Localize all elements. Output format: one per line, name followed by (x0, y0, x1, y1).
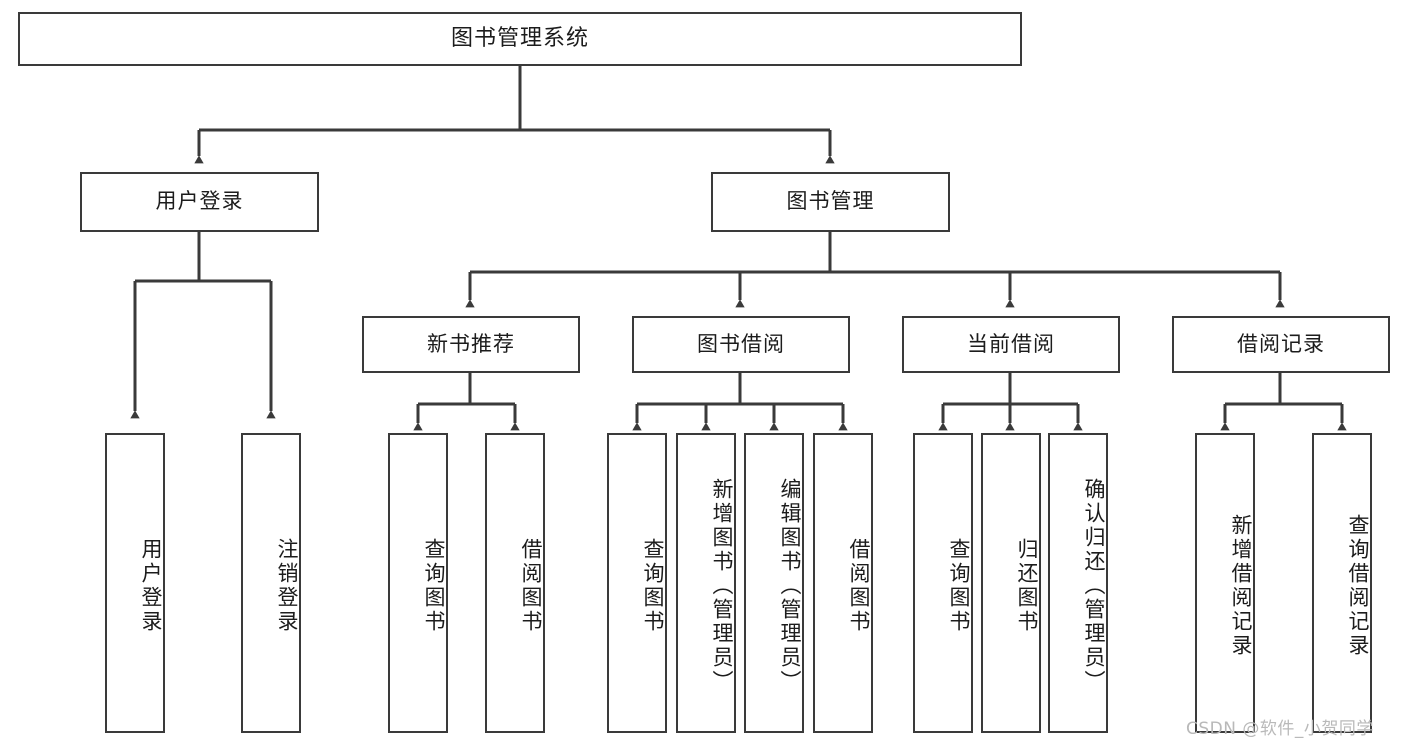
node-label: 新增借阅记录 (1229, 514, 1253, 658)
node-borrow-record[interactable]: 借阅记录 (1172, 316, 1390, 373)
leaf-confirm-return-admin[interactable]: 确认归还（管理员） (1048, 433, 1108, 733)
leaf-new-book-borrow[interactable]: 借阅图书 (485, 433, 545, 733)
leaf-add-borrow-record[interactable]: 新增借阅记录 (1195, 433, 1255, 733)
node-label: 借阅图书 (847, 538, 871, 634)
node-label: 新增图书（管理员） (710, 478, 734, 694)
node-root-system[interactable]: 图书管理系统 (18, 12, 1022, 66)
node-label: 当前借阅 (967, 331, 1055, 356)
node-label: 用户登录 (155, 189, 244, 214)
node-label: 编辑图书（管理员） (778, 478, 802, 694)
node-label: 图书管理 (786, 189, 875, 214)
leaf-logout[interactable]: 注销登录 (241, 433, 301, 733)
leaf-return-book[interactable]: 归还图书 (981, 433, 1041, 733)
leaf-edit-book-admin[interactable]: 编辑图书（管理员） (744, 433, 804, 733)
node-label: 注销登录 (275, 538, 299, 634)
leaf-user-login[interactable]: 用户登录 (105, 433, 165, 733)
node-user-login[interactable]: 用户登录 (80, 172, 319, 232)
node-book-management[interactable]: 图书管理 (711, 172, 950, 232)
node-label: 新书推荐 (427, 331, 515, 356)
node-label: 用户登录 (139, 538, 163, 634)
node-book-borrow[interactable]: 图书借阅 (632, 316, 850, 373)
leaf-new-book-query[interactable]: 查询图书 (388, 433, 448, 733)
node-label: 查询图书 (422, 538, 446, 634)
node-label: 归还图书 (1015, 538, 1039, 634)
node-new-book-recommend[interactable]: 新书推荐 (362, 316, 580, 373)
csdn-watermark: CSDN @软件_小贺同学 (1186, 719, 1374, 739)
node-label: 查询借阅记录 (1346, 514, 1370, 658)
leaf-query-borrow-record[interactable]: 查询借阅记录 (1312, 433, 1372, 733)
node-label: 图书借阅 (697, 331, 785, 356)
node-label: 借阅图书 (519, 538, 543, 634)
node-label: 图书管理系统 (450, 25, 589, 51)
node-label: 查询图书 (947, 538, 971, 634)
node-label: 借阅记录 (1237, 331, 1325, 356)
leaf-borrow-query-book[interactable]: 查询图书 (607, 433, 667, 733)
leaf-borrow-book[interactable]: 借阅图书 (813, 433, 873, 733)
node-label: 确认归还（管理员） (1082, 478, 1106, 694)
node-current-borrow[interactable]: 当前借阅 (902, 316, 1120, 373)
leaf-add-book-admin[interactable]: 新增图书（管理员） (676, 433, 736, 733)
leaf-current-query-book[interactable]: 查询图书 (913, 433, 973, 733)
node-label: 查询图书 (641, 538, 665, 634)
